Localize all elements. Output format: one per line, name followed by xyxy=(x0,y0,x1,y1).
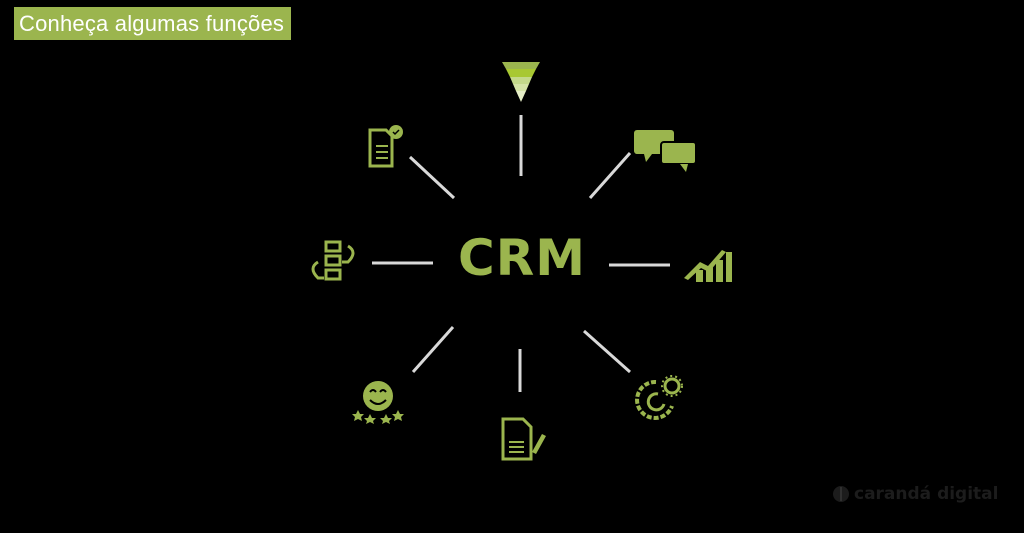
workflow-cycle-icon xyxy=(311,240,355,281)
gear-process-icon xyxy=(635,375,683,420)
connector-bottom-right xyxy=(583,329,631,374)
sales-funnel-icon xyxy=(502,62,540,102)
brand-name: carandá digital xyxy=(854,484,999,504)
connector-top-right xyxy=(588,152,632,199)
center-crm-label: CRM xyxy=(458,229,586,287)
section-title: Conheça algumas funções xyxy=(14,7,291,40)
chat-bubbles-icon xyxy=(634,130,697,172)
satisfaction-rating-icon xyxy=(352,381,404,424)
document-edit-icon xyxy=(501,417,546,461)
checklist-approved-icon xyxy=(368,125,403,168)
brand-logo: carandá digital xyxy=(832,484,998,504)
connector-bottom-left xyxy=(411,326,455,373)
connector-top-left xyxy=(408,155,456,200)
growth-chart-icon xyxy=(684,250,732,282)
brand-leaf-icon xyxy=(833,486,849,502)
